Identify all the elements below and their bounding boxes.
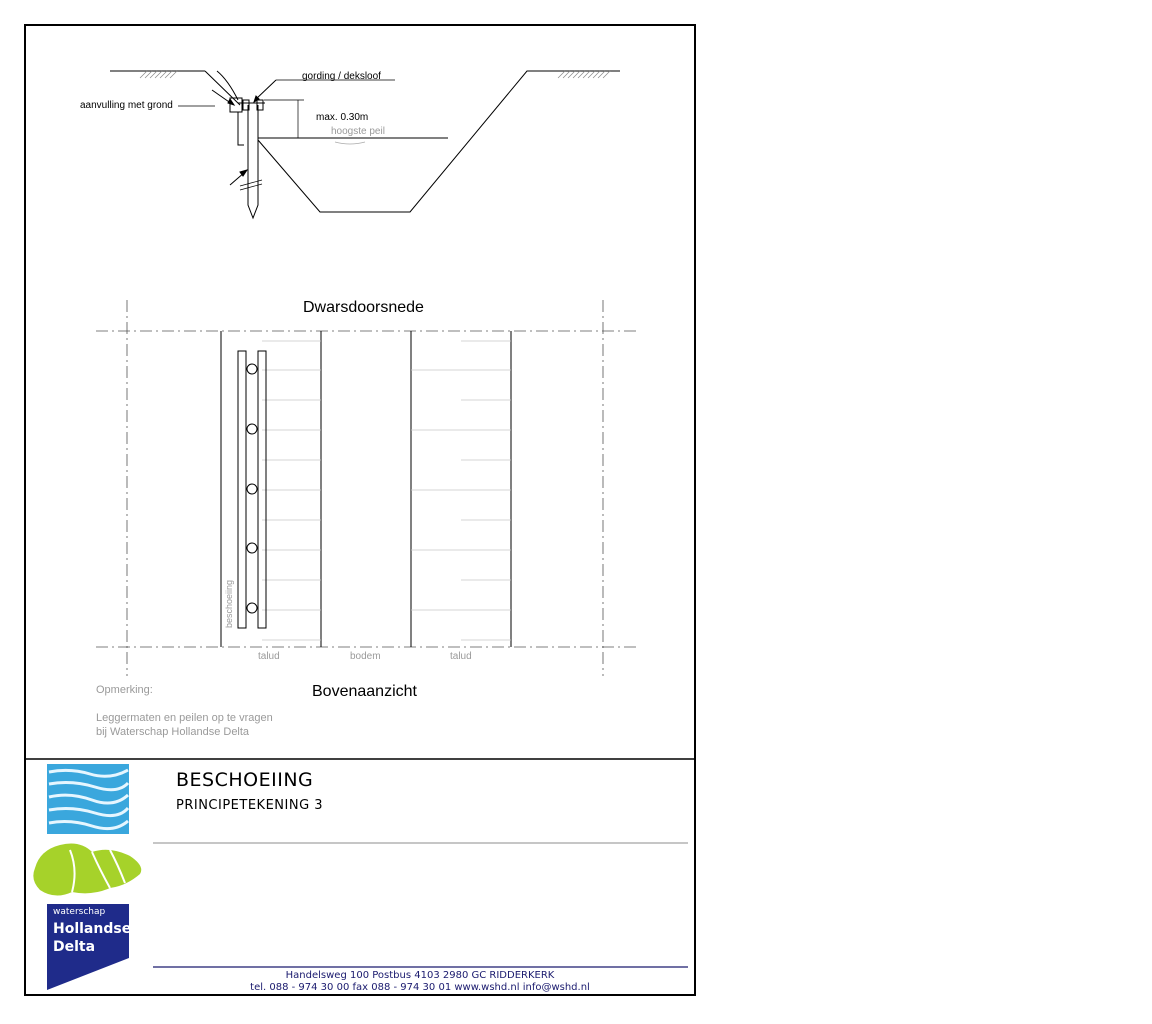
label-sheeting: beschoeiing [224,579,234,628]
plan-view-drawing [96,300,636,676]
remarks-line-1: Leggermaten en peilen op te vragen [96,712,273,724]
drawing-title: BESCHOEIING [176,769,314,791]
address-line: Handelsweg 100 Postbus 4103 2980 GC RIDD… [285,970,555,981]
wshd-logo [33,764,142,990]
remarks-line-2: bij Waterschap Hollandse Delta [96,726,250,738]
remarks-heading: Opmerking: [96,684,153,696]
plan-title: Bovenaanzicht [312,683,417,700]
contact-line: tel. 088 - 974 30 00 fax 088 - 974 30 01… [250,982,590,993]
navy-logo-block [47,904,129,990]
logo-text-waterschap: waterschap [53,907,106,917]
logo-text-delta: Delta [53,939,96,955]
section-title: Dwarsdoorsnede [303,299,424,316]
label-talud-left: talud [258,651,280,662]
label-talud-right: talud [450,651,472,662]
label-bodem: bodem [350,651,381,662]
label-backfill: aanvulling met grond [80,100,173,111]
cross-section-drawing [110,70,620,220]
label-max-height: max. 0.30m [316,112,369,123]
drawing-subtitle: PRINCIPETEKENING 3 [176,798,324,813]
logo-text-hollandse: Hollandse [53,921,132,937]
label-water-level: hoogste peil [331,126,385,137]
drawing-sheet [24,24,696,996]
label-waling: gording / deksloof [302,71,381,82]
title-block-frame [25,758,696,968]
